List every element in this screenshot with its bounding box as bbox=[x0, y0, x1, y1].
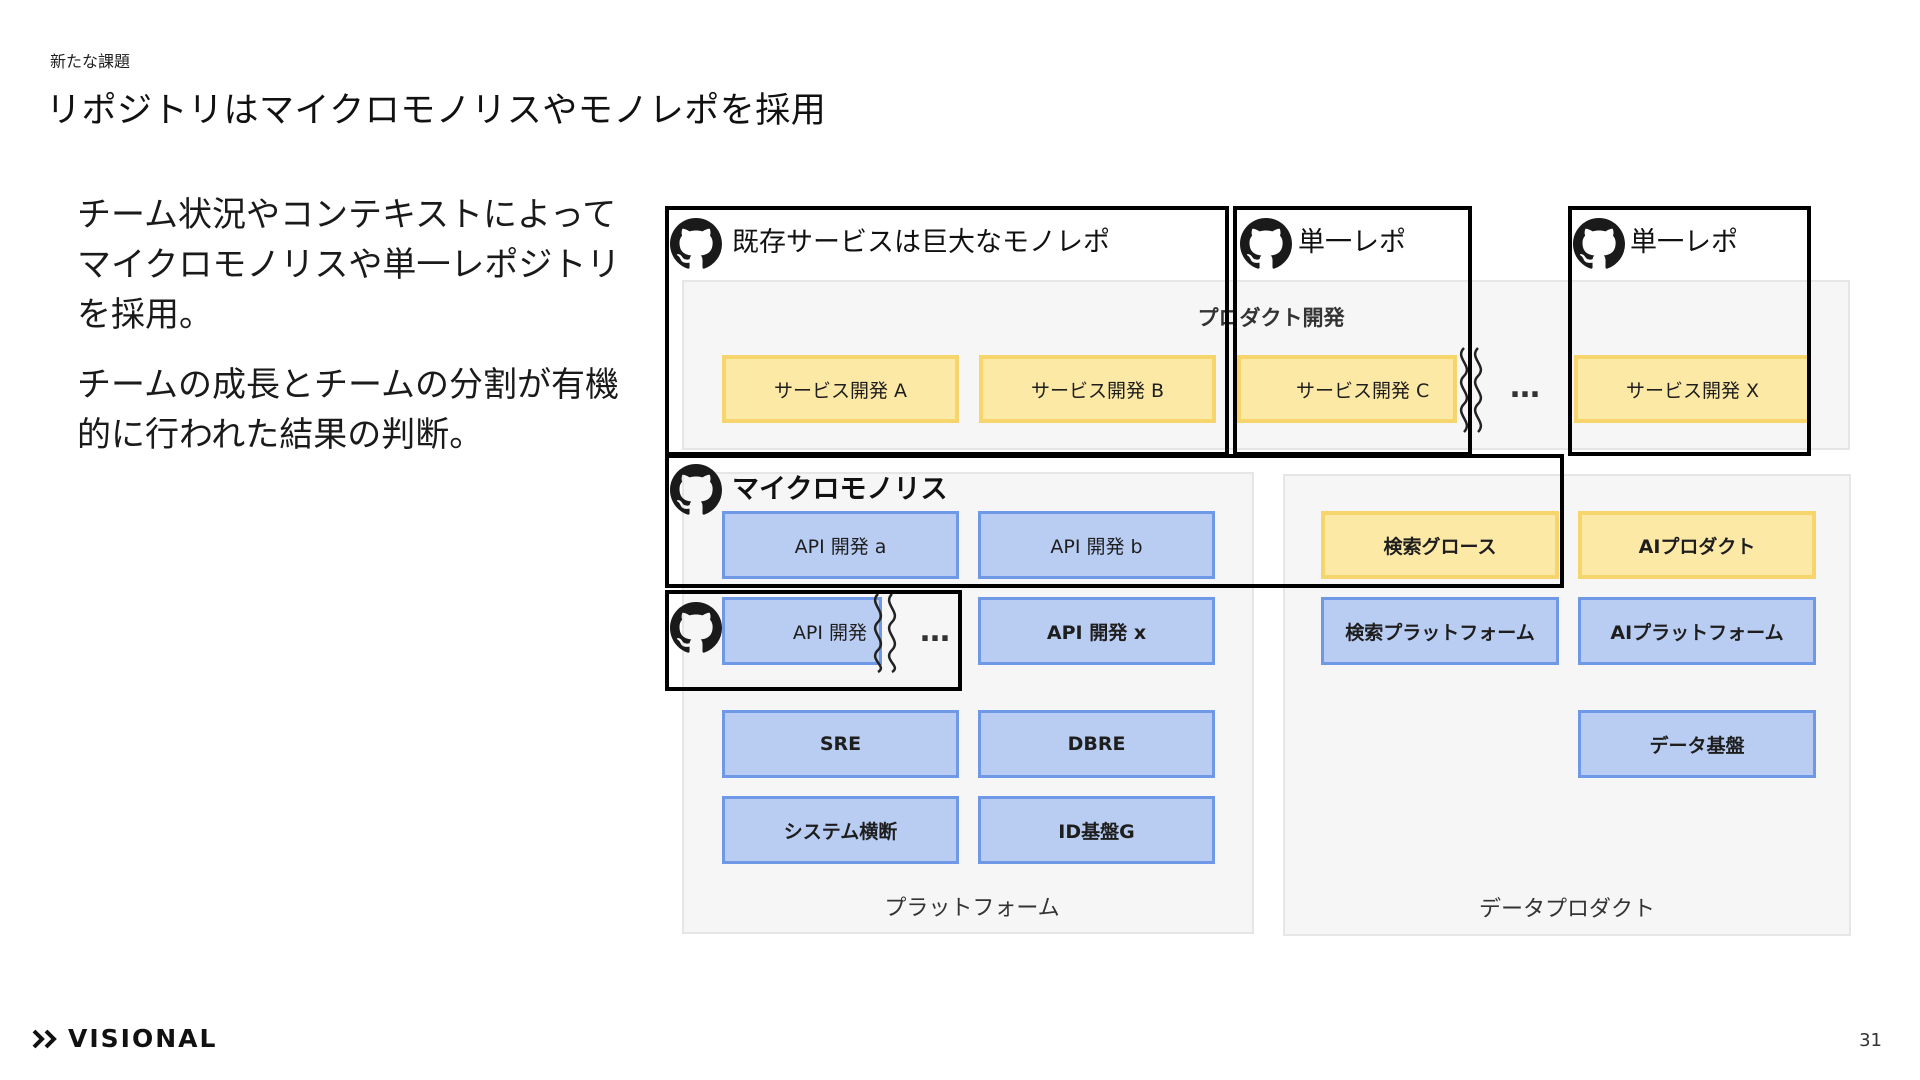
service-dev-x-box: サービス開発 X bbox=[1574, 355, 1811, 423]
platform-panel-label: プラットフォーム bbox=[884, 896, 1060, 921]
brand-name: VISIONAL bbox=[68, 1024, 218, 1053]
api-repo-frame bbox=[665, 590, 962, 691]
body-paragraph-2: チームの成長とチームの分割が有機的に行われた結果の判断。 bbox=[77, 365, 619, 455]
monorepo-title: 既存サービスは巨大なモノレポ bbox=[732, 227, 1110, 258]
dbre-box: DBRE bbox=[978, 710, 1215, 778]
product-ellipsis: … bbox=[1510, 370, 1542, 405]
section-label: 新たな課題 bbox=[50, 52, 131, 71]
search-growth-box: 検索グロース bbox=[1321, 511, 1559, 579]
brand-logo: VISIONAL bbox=[32, 1024, 217, 1053]
github-icon bbox=[670, 464, 722, 516]
body-paragraph-1: チーム状況やコンテキストによってマイクロモノリスや単一レポジトリを採用。 bbox=[77, 195, 621, 335]
github-icon bbox=[670, 218, 722, 270]
wavy-break-icon bbox=[1459, 347, 1483, 433]
sre-box: SRE bbox=[722, 710, 959, 778]
service-dev-c-box: サービス開発 C bbox=[1237, 355, 1457, 423]
api-dev-b-box: API 開発 b bbox=[978, 511, 1215, 579]
single-repo-x-frame bbox=[1568, 206, 1811, 456]
product-panel-label: プロダクト開発 bbox=[1197, 306, 1345, 330]
micromonolith-frame bbox=[665, 454, 1564, 588]
data-product-panel-label: データプロダクト bbox=[1478, 897, 1655, 922]
api-dev-a-box: API 開発 a bbox=[722, 511, 959, 579]
wavy-break-icon bbox=[873, 593, 897, 674]
ai-platform-box: AIプラットフォーム bbox=[1578, 597, 1816, 665]
micromonolith-title: マイクロモノリス bbox=[732, 474, 948, 505]
search-platform-box: 検索プラットフォーム bbox=[1321, 597, 1559, 665]
ai-product-box: AIプロダクト bbox=[1578, 511, 1816, 579]
github-icon bbox=[1240, 218, 1292, 270]
data-platform-box: データ基盤 bbox=[1578, 710, 1816, 778]
api-dev-box: API 開発 bbox=[722, 597, 882, 665]
brand-chevrons-icon bbox=[32, 1029, 57, 1048]
service-dev-a-box: サービス開発 A bbox=[722, 355, 959, 423]
github-icon bbox=[1573, 218, 1625, 270]
api-dev-x-box: API 開発 x bbox=[978, 597, 1215, 665]
cross-system-box: システム横断 bbox=[722, 796, 959, 864]
github-icon bbox=[670, 602, 722, 654]
page-number: 31 bbox=[1859, 1030, 1882, 1051]
page-title: リポジトリはマイクロモノリスやモノレポを採用 bbox=[46, 91, 827, 131]
id-platform-box: ID基盤G bbox=[978, 796, 1215, 864]
api-ellipsis: … bbox=[920, 614, 952, 649]
single-repo-x-title: 単一レポ bbox=[1630, 227, 1738, 258]
service-dev-b-box: サービス開発 B bbox=[979, 355, 1216, 423]
single-repo-c-title: 単一レポ bbox=[1298, 227, 1406, 258]
